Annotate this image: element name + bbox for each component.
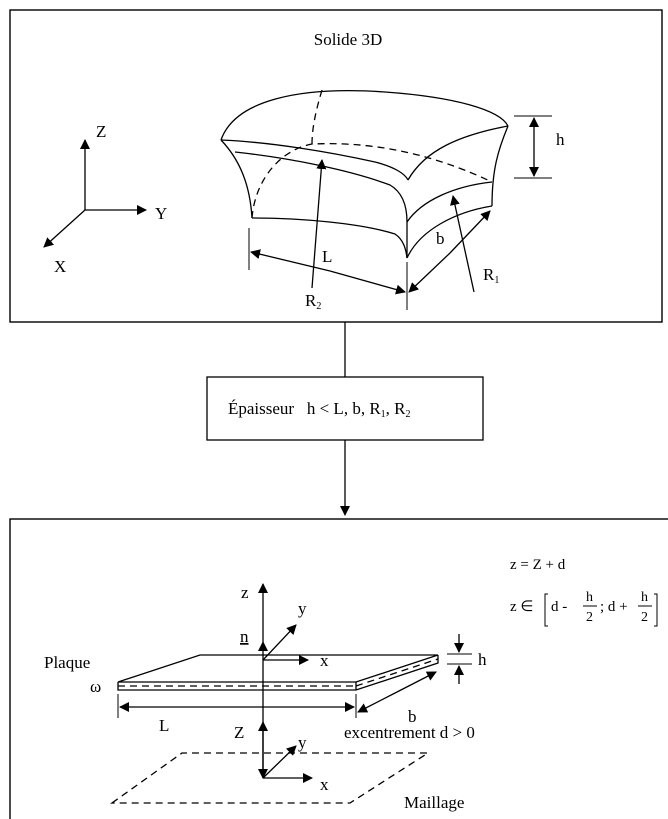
normal-n-label: n <box>240 627 249 646</box>
offset-arrow: Z <box>234 668 268 779</box>
top-b-label: b <box>436 229 445 248</box>
thickness-condition: Épaisseur h < L, b, R1, R2 <box>228 399 411 420</box>
mesh-y-label: y <box>298 733 307 752</box>
svg-text:R1: R1 <box>483 265 499 286</box>
shell-solid <box>220 89 509 259</box>
mesh-axes: y x <box>262 733 329 794</box>
plate-label: Plaque <box>44 653 90 672</box>
top-h-dimension: h <box>514 115 565 179</box>
top-panel-title: Solide 3D <box>314 30 382 49</box>
bottom-panel-frame <box>9 518 668 819</box>
plate <box>117 654 439 691</box>
top-h-label: h <box>556 130 565 149</box>
top-R1-radius: R1 <box>450 195 499 293</box>
svg-text:; d +: ; d + <box>600 599 628 615</box>
svg-text:h: h <box>586 590 593 605</box>
top-R2-radius: R2 <box>305 159 327 312</box>
svg-text:z ∈: z ∈ <box>510 599 533 615</box>
bottom-h-dimension: h <box>447 634 487 684</box>
top-L-dimension: L <box>248 228 408 310</box>
bottom-b-dimension: b <box>357 671 437 726</box>
top-L-label: L <box>322 247 332 266</box>
plate-omega: ω <box>90 677 101 696</box>
top-R1-subscript: 1 <box>494 275 499 286</box>
offset-label: excentrement d > 0 <box>344 723 475 742</box>
svg-text:2: 2 <box>641 610 648 625</box>
local-x-label: x <box>320 651 329 670</box>
bottom-L-dimension: L <box>117 694 357 735</box>
mesh-label: Maillage <box>404 793 464 812</box>
bottom-b-label: b <box>408 707 417 726</box>
offset-Z-label: Z <box>234 723 244 742</box>
bottom-L-label: L <box>159 716 169 735</box>
equation-z: z = Z + d <box>510 557 566 573</box>
svg-text:d -: d - <box>551 599 567 615</box>
svg-text:h: h <box>641 590 648 605</box>
mesh-x-label: x <box>320 775 329 794</box>
svg-text:2: 2 <box>586 610 593 625</box>
mesh-plane <box>109 752 431 804</box>
top-b-dimension: b <box>408 210 491 293</box>
local-z-label: z <box>241 583 249 602</box>
top-R2-label: R <box>305 291 317 310</box>
local-y-label: y <box>298 599 307 618</box>
svg-text:R2: R2 <box>305 291 321 312</box>
equation-range: z ∈ d - h 2 ; d + h 2 <box>510 590 658 627</box>
global-axes: Z Y X <box>43 122 167 276</box>
top-R2-subscript: 2 <box>316 301 321 312</box>
axis-x-label: X <box>54 257 66 276</box>
axis-z-label: Z <box>96 122 106 141</box>
top-R1-label: R <box>483 265 495 284</box>
top-panel-frame <box>9 9 663 323</box>
axis-y-label: Y <box>155 204 167 223</box>
local-axes: z y x n <box>240 583 329 670</box>
thickness-box <box>206 376 484 441</box>
bottom-h-label: h <box>478 650 487 669</box>
